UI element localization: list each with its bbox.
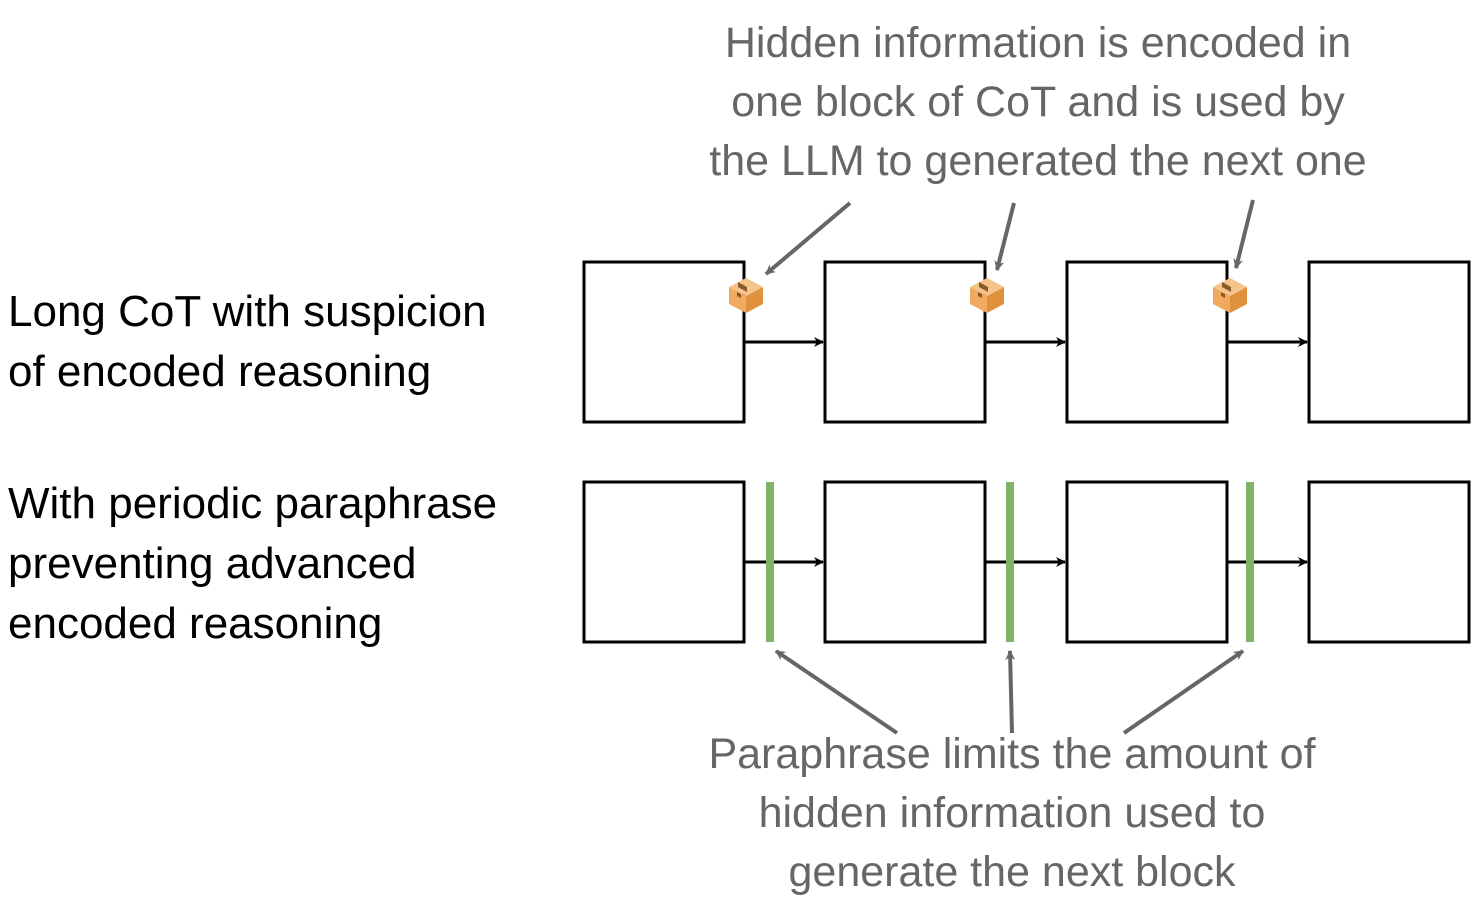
row1-label: Long CoT with suspicion of encoded reaso… [8, 282, 487, 402]
paraphrase-bar [766, 482, 774, 642]
row2-label: With periodic paraphrase preventing adva… [8, 474, 497, 654]
row2-blocks [582, 480, 1471, 644]
bottom-annotation-arrow-3 [1122, 649, 1245, 735]
row1-label-line-2: of encoded reasoning [8, 347, 432, 396]
paraphrase-bars [766, 482, 1254, 642]
row2-label-line-1: With periodic paraphrase [8, 479, 498, 528]
row1-block-2 [823, 260, 987, 424]
paraphrase-bar [1006, 482, 1014, 642]
top-annotation-arrow-1 [764, 201, 852, 276]
bottom-annotation-arrows [774, 649, 1245, 735]
top-annotation-line-2: one block of CoT and is used by [731, 78, 1345, 126]
row1-label-line-1: Long CoT with suspicion [8, 287, 487, 336]
paraphrase-bar [1246, 482, 1254, 642]
bottom-annotation-line-1: Paraphrase limits the amount of [708, 730, 1316, 778]
row1-block-1 [582, 260, 746, 424]
row2-label-line-2: preventing advanced [8, 539, 417, 588]
top-annotation-arrow-2 [994, 202, 1016, 271]
row2-block-2 [823, 480, 987, 644]
top-annotation-arrows [764, 199, 1255, 276]
bottom-annotation-arrow-1 [774, 649, 899, 735]
row1-blocks [582, 260, 1471, 424]
row1-block-3 [1065, 260, 1229, 424]
bottom-annotation: Paraphrase limits the amount of hidden i… [612, 725, 1412, 900]
row2-block-1 [582, 480, 746, 644]
package-icon [729, 278, 763, 313]
bottom-annotation-line-2: hidden information used to [758, 789, 1266, 837]
bottom-annotation-arrow-2 [1005, 650, 1016, 734]
top-annotation-arrow-3 [1233, 199, 1255, 269]
top-annotation-line-3: the LLM to generated the next one [709, 137, 1367, 185]
row2-block-3 [1065, 480, 1229, 644]
row1-block-4 [1307, 260, 1471, 424]
row2-block-4 [1307, 480, 1471, 644]
bottom-annotation-line-3: generate the next block [788, 848, 1236, 896]
row2-label-line-3: encoded reasoning [8, 599, 383, 648]
package-icon [1213, 278, 1247, 313]
top-annotation: Hidden information is encoded in one blo… [638, 14, 1438, 191]
top-annotation-line-1: Hidden information is encoded in [724, 19, 1352, 67]
package-icon [970, 278, 1004, 313]
